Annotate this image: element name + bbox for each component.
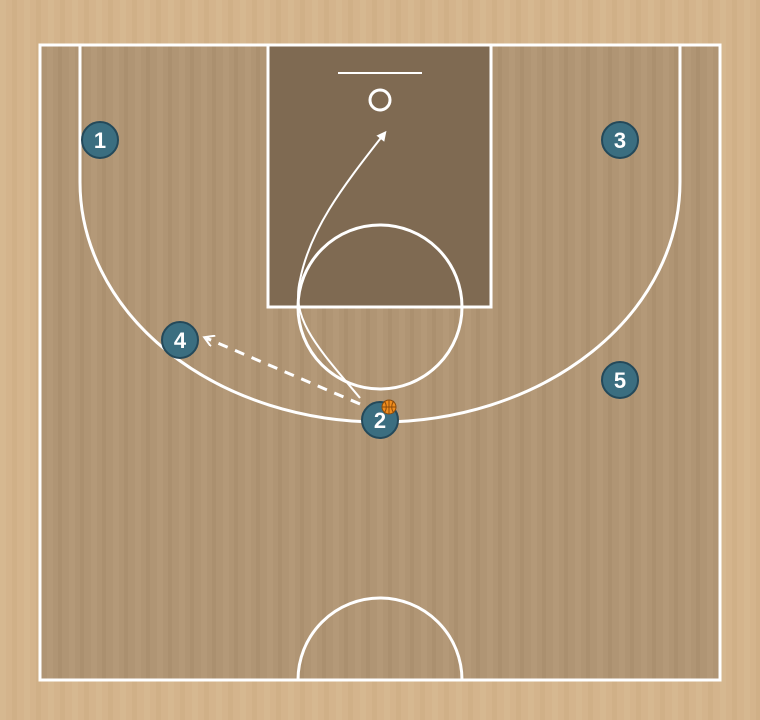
player-1[interactable]: 1: [81, 121, 119, 159]
player-1-label: 1: [94, 128, 106, 153]
pass-line-2-to-4: [206, 338, 361, 406]
center-circle: [296, 596, 464, 681]
hoop-icon: [368, 88, 392, 112]
player-4-label: 4: [174, 328, 187, 353]
free-throw-circle: [296, 223, 464, 391]
player-3[interactable]: 3: [601, 121, 639, 159]
player-5-label: 5: [614, 368, 626, 393]
player-3-label: 3: [614, 128, 626, 153]
paint-area: [268, 45, 491, 307]
cut-path-2-to-basket: [297, 130, 387, 399]
lane-lines: [266, 43, 493, 309]
court-lines: [38, 43, 722, 682]
player-5[interactable]: 5: [601, 361, 639, 399]
player-2-label: 2: [374, 408, 386, 433]
player-4[interactable]: 4: [161, 321, 199, 359]
basketball-icon: [381, 399, 397, 415]
